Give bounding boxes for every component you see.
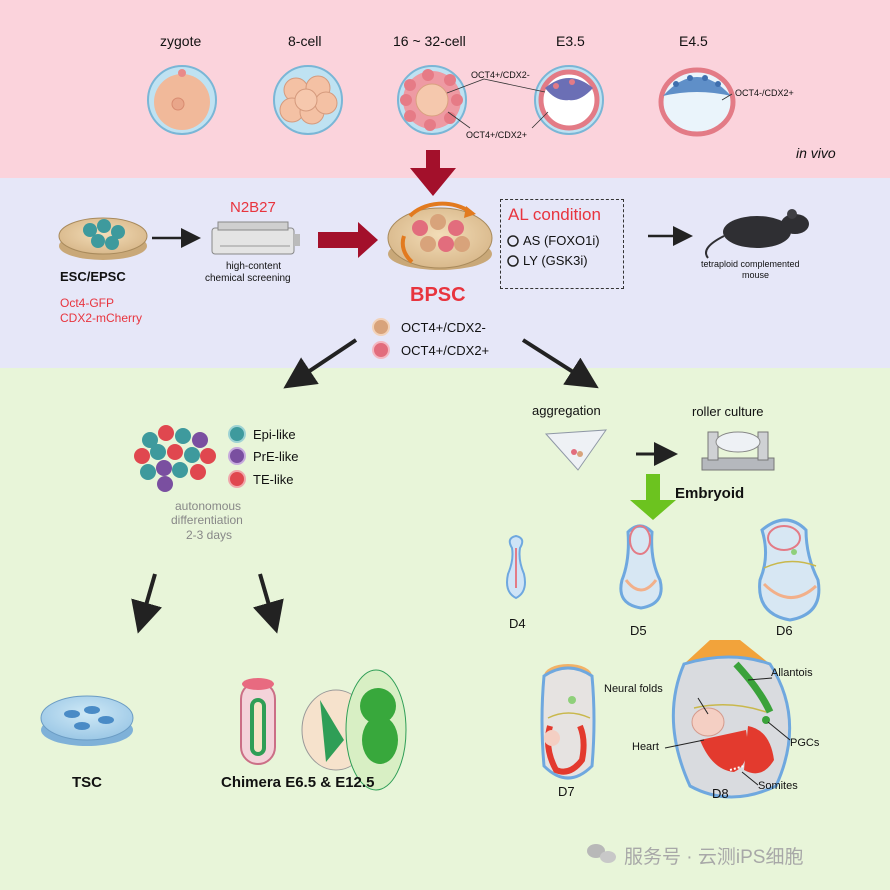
stage-label-e35: E3.5 xyxy=(556,33,585,49)
e125-chimera-icon xyxy=(301,669,407,791)
arrow-icon xyxy=(318,222,378,258)
esc-label: ESC/EPSC xyxy=(60,269,126,284)
stage-label-16-32-cell: 16 ~ 32-cell xyxy=(393,33,466,49)
day-label-d5: D5 xyxy=(630,623,647,638)
stage-label-8-cell: 8-cell xyxy=(288,33,322,49)
legend-label-cdx2-neg: OCT4+/CDX2- xyxy=(401,320,486,335)
arrow-icon xyxy=(521,338,599,389)
condition-title: AL condition xyxy=(508,205,601,224)
pointer-line xyxy=(741,771,759,786)
legend-label-pre: PrE-like xyxy=(253,449,299,464)
al-condition-box xyxy=(500,199,624,289)
pointer-line xyxy=(747,677,773,681)
legend-label-te: TE-like xyxy=(253,472,294,487)
arrow-icon xyxy=(283,338,358,389)
condition-as: AS (FOXO1i) xyxy=(523,233,600,248)
allantois-label: Allantois xyxy=(771,667,813,679)
legend-swatch-pre xyxy=(228,447,246,465)
neural-folds-label: Neural folds xyxy=(604,683,663,695)
aggregation-label: aggregation xyxy=(532,403,601,418)
condition-ly: LY (GSK3i) xyxy=(523,253,588,268)
d5-embryoid-icon xyxy=(619,524,663,610)
legend-label-epi: Epi-like xyxy=(253,427,296,442)
e65-chimera-icon xyxy=(240,678,276,765)
chimera-label: Chimera E6.5 & E12.5 xyxy=(221,774,375,791)
down-arrow-icon xyxy=(630,474,676,520)
pointer-line xyxy=(664,739,705,749)
pgcs-label: PGCs xyxy=(790,737,820,749)
aggregation-well-icon xyxy=(544,429,608,471)
bpsc-label: BPSC xyxy=(410,284,466,306)
wechat-logo-icon xyxy=(587,844,616,863)
screening-label-1: high-content xyxy=(226,261,282,272)
differentiation-label-2: differentiation xyxy=(171,513,243,527)
screening-machine-icon xyxy=(211,221,300,255)
pointer-line xyxy=(447,111,471,129)
reporter-oct4: Oct4-GFP xyxy=(60,296,115,310)
mouse-icon xyxy=(705,209,809,259)
d8-embryoid-icon xyxy=(671,640,792,799)
somites-label: Somites xyxy=(758,780,798,792)
e35-blastocyst-icon xyxy=(534,65,604,135)
radio-icon xyxy=(507,235,519,247)
medium-label: N2B27 xyxy=(230,199,276,216)
pointer-line xyxy=(531,111,549,129)
heart-label: Heart xyxy=(632,741,659,753)
zygote-icon xyxy=(147,65,217,135)
roller-culture-icon xyxy=(701,431,775,471)
e45-blastocyst-icon xyxy=(658,67,736,137)
differentiation-label-1: autonomous xyxy=(175,499,242,513)
in-vivo-label: in vivo xyxy=(796,145,836,161)
day-label-d8: D8 xyxy=(712,786,729,801)
eight-cell-embryo-icon xyxy=(273,65,343,135)
pointer-line xyxy=(483,78,546,93)
pointer-line xyxy=(446,78,485,94)
day-label-d4: D4 xyxy=(509,616,526,631)
watermark-text: 服务号 · 云测iPS细胞 xyxy=(624,847,804,868)
differentiation-label-3: 2-3 days xyxy=(186,528,233,542)
stage-label-e45: E4.5 xyxy=(679,33,708,49)
legend-swatch-cdx2-neg xyxy=(372,318,390,336)
legend-swatch-te xyxy=(228,470,246,488)
legend-swatch-epi xyxy=(228,425,246,443)
marker-oct4-neg-cdx2-pos: OCT4-/CDX2+ xyxy=(735,88,794,98)
marker-oct4-cdx2-neg: OCT4+/CDX2- xyxy=(471,70,530,80)
d7-embryoid-icon xyxy=(540,664,596,780)
day-label-d6: D6 xyxy=(776,623,793,638)
d4-embryoid-icon xyxy=(506,534,526,600)
arrow-icon xyxy=(252,573,284,634)
cell-cluster-icon xyxy=(134,425,216,492)
mouse-label-2: mouse xyxy=(742,270,770,280)
d6-embryoid-icon xyxy=(758,518,821,622)
legend-label-cdx2-pos: OCT4+/CDX2+ xyxy=(401,343,490,358)
down-arrow-icon xyxy=(410,150,456,196)
reporter-cdx2: CDX2-mCherry xyxy=(60,311,143,325)
pointer-line xyxy=(697,697,709,715)
stage-label-zygote: zygote xyxy=(160,33,202,49)
radio-icon xyxy=(507,255,519,267)
legend-swatch-cdx2-pos xyxy=(372,341,390,359)
mouse-label-1: tetraploid complemented xyxy=(701,259,800,269)
marker-oct4-cdx2-pos: OCT4+/CDX2+ xyxy=(466,130,528,140)
morula-icon xyxy=(397,65,467,135)
pointer-line xyxy=(767,721,791,741)
pointer-line xyxy=(721,93,733,101)
day-label-d7: D7 xyxy=(558,784,575,799)
roller-culture-label: roller culture xyxy=(692,404,764,419)
esc-dish-icon xyxy=(58,217,148,260)
bpsc-dish-icon xyxy=(387,201,493,270)
tsc-label: TSC xyxy=(72,774,102,791)
tsc-dish-icon xyxy=(40,695,134,746)
embryoid-label: Embryoid xyxy=(675,485,745,502)
arrow-icon xyxy=(131,573,163,634)
screening-label-2: chemical screening xyxy=(205,273,291,284)
